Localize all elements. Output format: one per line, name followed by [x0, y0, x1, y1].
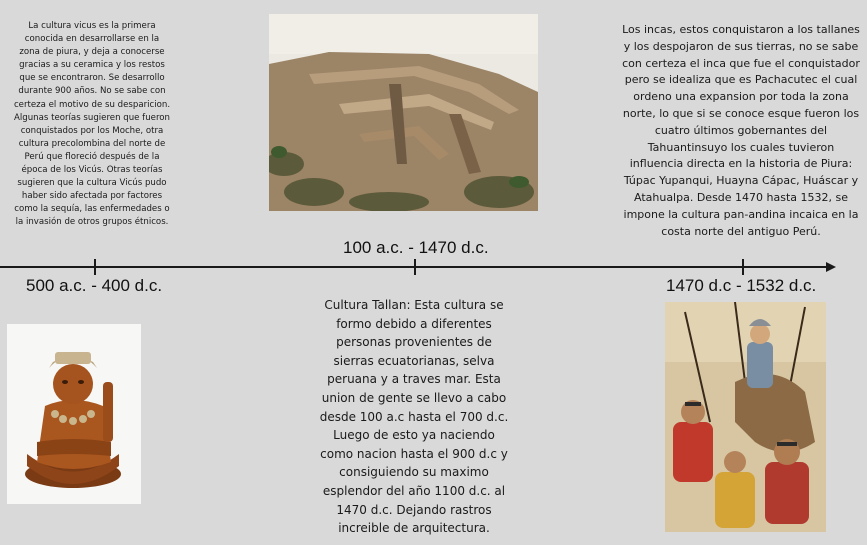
tallan-description: Cultura Tallan: Esta cultura se formo de… [319, 298, 509, 536]
vicus-date-label: 500 a.c. - 400 d.c. [26, 276, 163, 295]
tallan-ruins-image [269, 14, 538, 211]
vicus-ceramic-image [7, 324, 141, 504]
vicus-description: La cultura vicus es la primera conocida … [13, 21, 171, 228]
inca-description: Los incas, estos conquistaron a los tall… [622, 23, 860, 238]
timeline-arrowhead [826, 262, 836, 272]
tallan-date-label: 100 a.c. - 1470 d.c. [343, 238, 489, 257]
inca-conquest-image [665, 302, 826, 532]
inca-date-label: 1470 d.c - 1532 d.c. [666, 276, 817, 295]
